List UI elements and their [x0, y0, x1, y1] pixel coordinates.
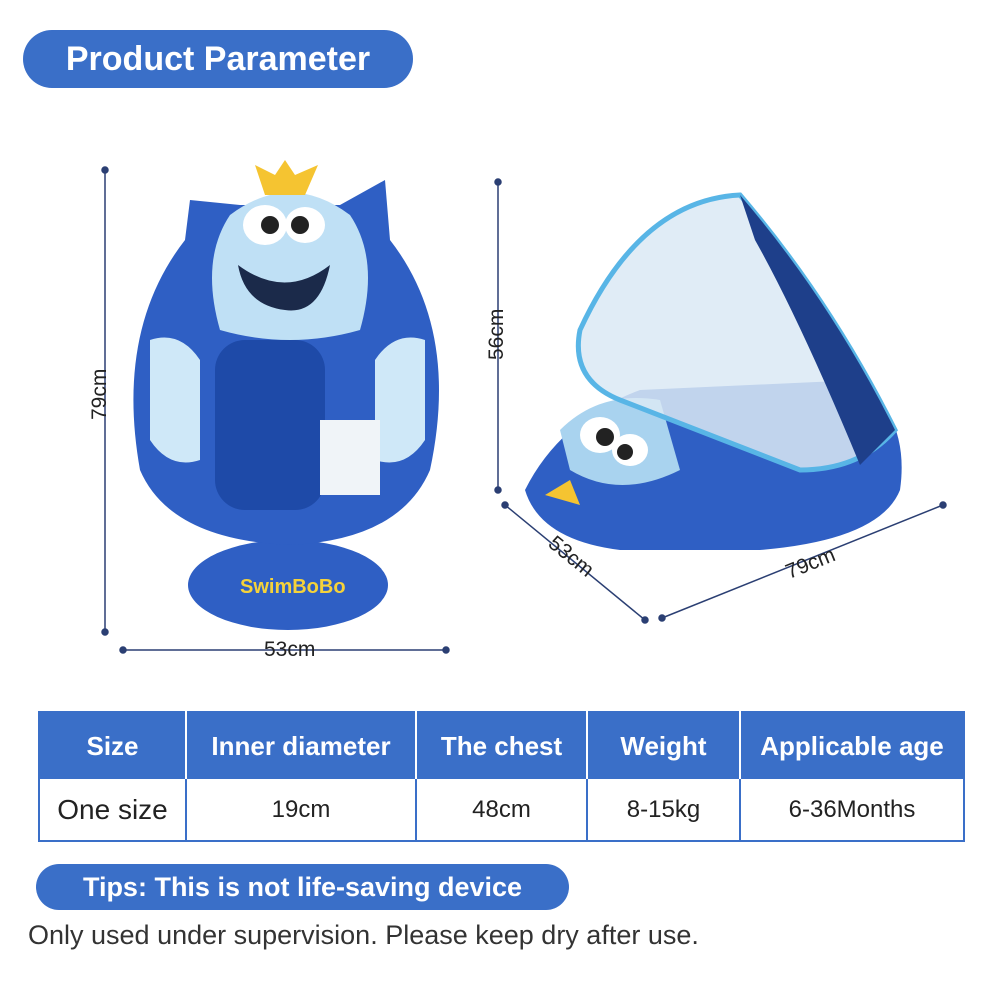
- front-view-float: SwimBoBo: [133, 160, 439, 630]
- header-inner-diameter: Inner diameter: [186, 712, 417, 779]
- side-view-float: [525, 192, 902, 550]
- cell-chest: 48cm: [416, 779, 588, 841]
- header-chest: The chest: [416, 712, 588, 779]
- front-height-label: 79cm: [88, 368, 111, 420]
- side-height-label: 56cm: [485, 308, 508, 360]
- brand-logo: SwimBoBo: [240, 576, 346, 598]
- cell-size: One size: [39, 779, 187, 841]
- tips-banner: Tips: This is not life-saving device: [36, 864, 569, 910]
- header-age: Applicable age: [740, 712, 964, 779]
- parameter-table: Size Inner diameter The chest Weight App…: [38, 711, 965, 842]
- cell-inner-diameter: 19cm: [186, 779, 417, 841]
- front-width-label: 53cm: [264, 638, 316, 661]
- table-header-row: Size Inner diameter The chest Weight App…: [39, 712, 964, 779]
- header-weight: Weight: [587, 712, 741, 779]
- cell-weight: 8-15kg: [587, 779, 741, 841]
- dimension-lines: [101, 166, 947, 654]
- usage-note: Only used under supervision. Please keep…: [28, 920, 699, 950]
- product-illustrations: SwimBoBo: [101, 160, 947, 654]
- table-row: One size 19cm 48cm 8-15kg 6-36Months: [39, 779, 965, 841]
- cell-age: 6-36Months: [740, 779, 965, 841]
- header-size: Size: [39, 712, 187, 779]
- page-title: Product Parameter: [23, 30, 413, 88]
